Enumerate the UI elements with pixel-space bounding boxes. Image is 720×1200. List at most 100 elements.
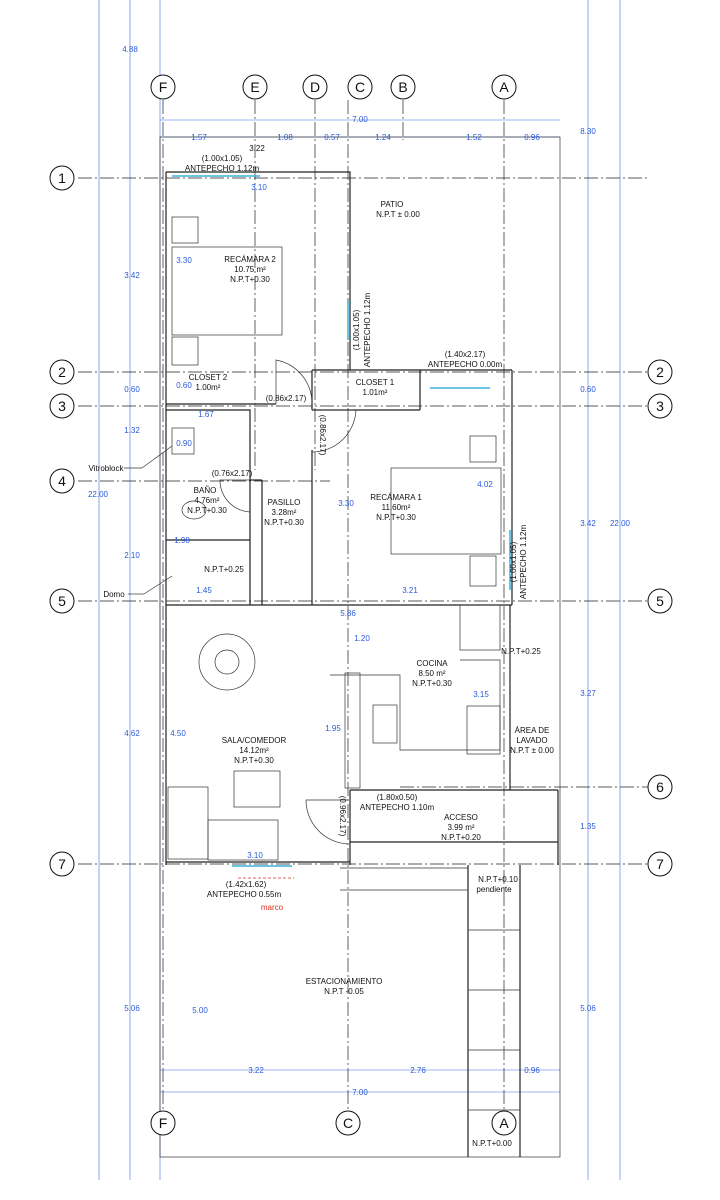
bano-name: BAÑO	[194, 486, 217, 495]
door-bano-size: (0.76x2.17)	[212, 469, 253, 478]
doors	[219, 359, 357, 845]
windows	[172, 175, 511, 879]
dim-in-310b: 3.10	[247, 851, 263, 860]
dim-t2: 1.08	[277, 133, 293, 142]
pasillo-area: 3.28m²	[272, 508, 297, 517]
dim-right-135: 1.35	[580, 822, 596, 831]
ramp-level: N.P.T+0.10	[478, 875, 518, 884]
dim-bot-096: 0.96	[524, 1066, 540, 1075]
axis-7-left: 7	[58, 856, 66, 872]
sala-level: N.P.T+0.30	[234, 756, 274, 765]
lavado-level: N.P.T ± 0.00	[510, 746, 554, 755]
dim-bot-total: 7.00	[352, 1088, 368, 1097]
window-kitchen-note: ANTEPECHO 1.10m	[360, 803, 435, 812]
dim-top-322: 3.22	[249, 144, 265, 153]
axis-F-bottom: F	[159, 1115, 168, 1131]
dim-left-060: 0.60	[124, 385, 140, 394]
axis-3-right: 3	[656, 398, 664, 414]
room-labels: PATIO N.P.T ± 0.00 RECÁMARA 2 10.75 m² N…	[187, 200, 554, 1148]
acceso-level: N.P.T+0.20	[441, 833, 481, 842]
closet1-area: 1.01m²	[363, 388, 388, 397]
sala-area: 14.12m²	[239, 746, 269, 755]
opening-notes: (1.00x1.05) ANTEPECHO 1.12m (1.00x1.05) …	[185, 154, 528, 912]
dim-right-830: 8.30	[580, 127, 596, 136]
dim-in-090: 0.90	[176, 439, 192, 448]
window-closet-size: (1.40x2.17)	[445, 350, 486, 359]
axis-2-left: 2	[58, 364, 66, 380]
recamara2-name: RECÁMARA 2	[224, 255, 276, 264]
walls	[159, 136, 561, 1158]
dim-in-198: 1.98	[174, 536, 190, 545]
recamara1-name: RECÁMARA 1	[370, 493, 422, 502]
axis-7-right: 7	[656, 856, 664, 872]
axis-A-top: A	[499, 79, 509, 95]
dim-in-195: 1.95	[325, 724, 341, 733]
domo-level: N.P.T+0.25	[204, 565, 244, 574]
window-rec1-size: (1.00x1.05)	[509, 541, 518, 582]
dim-left-506: 5.06	[124, 1004, 140, 1013]
domo-callout: Domo	[103, 590, 125, 599]
estacionamiento-level: N.P.T -0.05	[324, 987, 364, 996]
acceso-area: 3.99 m²	[447, 823, 474, 832]
dim-t4: 1.24	[375, 133, 391, 142]
callouts: Vitroblock Domo	[89, 445, 173, 599]
dimensions: 7.00 1.57 1.08 0.57 1.24 1.52 0.96 3.22 …	[88, 45, 631, 1097]
axis-C-top: C	[355, 79, 365, 95]
marco-note: marco	[261, 903, 284, 912]
dim-in-500: 5.00	[192, 1006, 208, 1015]
dim-in-402: 4.02	[477, 480, 493, 489]
dim-left-210: 2.10	[124, 551, 140, 560]
axis-bubbles: F E D C B A F C A 1 2 3 4 5 7 2 3 5 6 7	[49, 74, 673, 1136]
cocina-name: COCINA	[416, 659, 448, 668]
dim-in-315: 3.15	[473, 690, 489, 699]
closet2-area: 1.00m²	[196, 383, 221, 392]
axis-1: 1	[58, 170, 66, 186]
axis-B-top: B	[398, 79, 407, 95]
axis-D-top: D	[310, 79, 320, 95]
dim-bot-322: 3.22	[248, 1066, 264, 1075]
window-sala-size: (1.42x1.62)	[226, 880, 267, 889]
recamara1-level: N.P.T+0.30	[376, 513, 416, 522]
dim-right-327: 3.27	[580, 689, 596, 698]
window-top-size: (1.00x1.05)	[202, 154, 243, 163]
axis-6: 6	[656, 779, 664, 795]
patio-name: PATIO	[381, 200, 404, 209]
dim-in-167: 1.67	[198, 410, 214, 419]
axis-4: 4	[58, 473, 66, 489]
window-patio-note: ANTEPECHO 1.12m	[363, 293, 372, 368]
recamara1-area: 11.60m²	[382, 503, 411, 512]
dim-left-342: 3.42	[124, 271, 140, 280]
lavado-name-1: ÁREA DE	[515, 726, 550, 735]
dim-top-total: 7.00	[352, 115, 368, 124]
dim-t5: 1.52	[466, 133, 482, 142]
axis-5-right: 5	[656, 593, 664, 609]
window-kitchen-size: (1.80x0.50)	[377, 793, 418, 802]
bano-area: 4.76m²	[195, 496, 220, 505]
sala-name: SALA/COMEDOR	[222, 736, 287, 745]
dim-right-060: 0.60	[580, 385, 596, 394]
dim-right-342: 3.42	[580, 519, 596, 528]
cocina-area: 8.50 m²	[418, 669, 445, 678]
extension-lines	[98, 0, 621, 1180]
street-level: N.P.T+0.00	[472, 1139, 512, 1148]
axis-2-right: 2	[656, 364, 664, 380]
ramp-note: pendiente	[476, 885, 512, 894]
pasillo-name: PASILLO	[268, 498, 301, 507]
axis-3-left: 3	[58, 398, 66, 414]
axis-5-left: 5	[58, 593, 66, 609]
closet1-name: CLOSET 1	[356, 378, 395, 387]
dim-left-132: 1.32	[124, 426, 140, 435]
window-closet-note: ANTEPECHO 0.00m	[428, 360, 503, 369]
lavado-name-2: LAVADO	[516, 736, 547, 745]
dim-right-2200: 22.00	[610, 519, 631, 528]
dim-right-506: 5.06	[580, 1004, 596, 1013]
axis-C-bottom: C	[343, 1115, 353, 1131]
dim-in-145: 1.45	[196, 586, 212, 595]
bano-level: N.P.T+0.30	[187, 506, 227, 515]
axis-F-top: F	[159, 79, 168, 95]
dim-in-321: 3.21	[402, 586, 418, 595]
kitchen-side-level: N.P.T+0.25	[501, 647, 541, 656]
dim-in-060: 0.60	[176, 381, 192, 390]
axis-A-bottom: A	[499, 1115, 509, 1131]
